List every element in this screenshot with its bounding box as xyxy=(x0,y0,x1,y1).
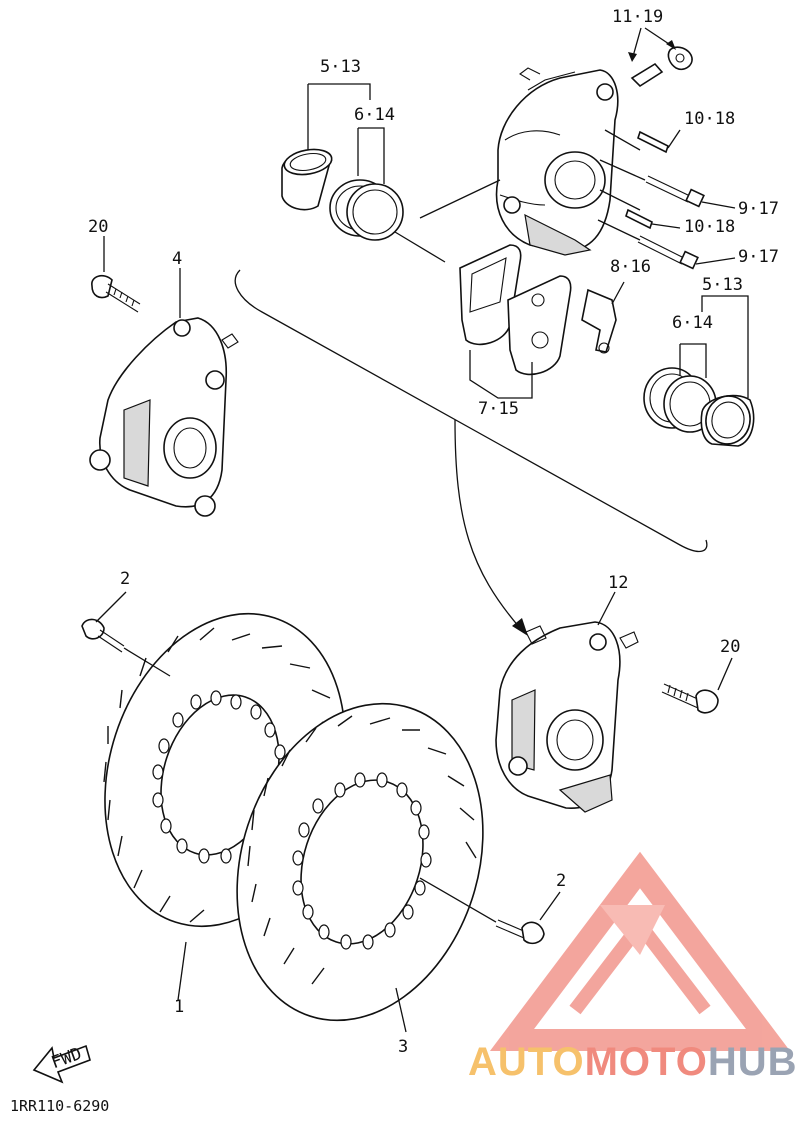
piston-upper xyxy=(281,148,333,211)
callout-10-18-a: 10·18 xyxy=(684,109,735,129)
watermark-logo-icon xyxy=(489,851,791,1051)
pad-pin-upper xyxy=(637,130,669,154)
caliper-left xyxy=(89,317,239,517)
brake-pad-pair xyxy=(459,244,572,376)
callout-3: 3 xyxy=(398,1037,408,1057)
fwd-arrow-icon: FWD xyxy=(32,1044,91,1084)
callout-20-a: 20 xyxy=(88,217,108,237)
fwd-label: FWD xyxy=(49,1044,85,1073)
callout-5-13-a: 5·13 xyxy=(320,57,361,77)
caliper-upper-exploded xyxy=(495,67,619,256)
callout-6-14-b: 6·14 xyxy=(672,313,713,333)
callout-9-17-b: 9·17 xyxy=(738,247,779,267)
pad-pin-lower xyxy=(625,208,653,230)
callout-2-b: 2 xyxy=(556,871,566,891)
callout-8-16: 8·16 xyxy=(610,257,651,277)
callout-9-17-a: 9·17 xyxy=(738,199,779,219)
caliper-bolt-lower xyxy=(637,235,699,270)
catalog-code: 1RR110-6290 xyxy=(10,1097,110,1115)
mounting-bolt-right xyxy=(661,683,719,714)
callout-1: 1 xyxy=(174,997,184,1017)
callout-5-13-b: 5·13 xyxy=(702,275,743,295)
callout-6-14-a: 6·14 xyxy=(354,105,395,125)
watermark-hub: HUB xyxy=(707,1040,798,1084)
disc-screw-lower xyxy=(495,919,545,945)
callout-11-19: 11·19 xyxy=(612,7,663,27)
mounting-bolt-left xyxy=(91,274,141,313)
callout-7-15: 7·15 xyxy=(478,399,519,419)
caliper-bolt-upper xyxy=(645,175,705,208)
bleed-screw-icon xyxy=(630,46,693,88)
piston-lower xyxy=(700,394,755,447)
callout-10-18-b: 10·18 xyxy=(684,217,735,237)
piston-seal-lower xyxy=(643,367,717,433)
assembly-arrow xyxy=(454,419,521,629)
callout-4: 4 xyxy=(172,249,182,269)
pad-spring xyxy=(581,288,617,354)
watermark-auto: AUTO xyxy=(468,1040,585,1084)
caliper-lower-right xyxy=(495,621,639,813)
callout-12: 12 xyxy=(608,573,628,593)
brake-disc-right xyxy=(236,702,484,1022)
group-bracket-curve xyxy=(234,269,708,553)
disc-screw-upper xyxy=(81,618,125,653)
watermark-moto: MOTO xyxy=(584,1040,708,1084)
watermark-wordmark: AUTOMOTOHUB xyxy=(468,1040,798,1085)
callout-2-a: 2 xyxy=(120,569,130,589)
piston-seal-upper xyxy=(329,179,404,241)
arrow-head-icon xyxy=(512,618,528,636)
callout-20-b: 20 xyxy=(720,637,740,657)
